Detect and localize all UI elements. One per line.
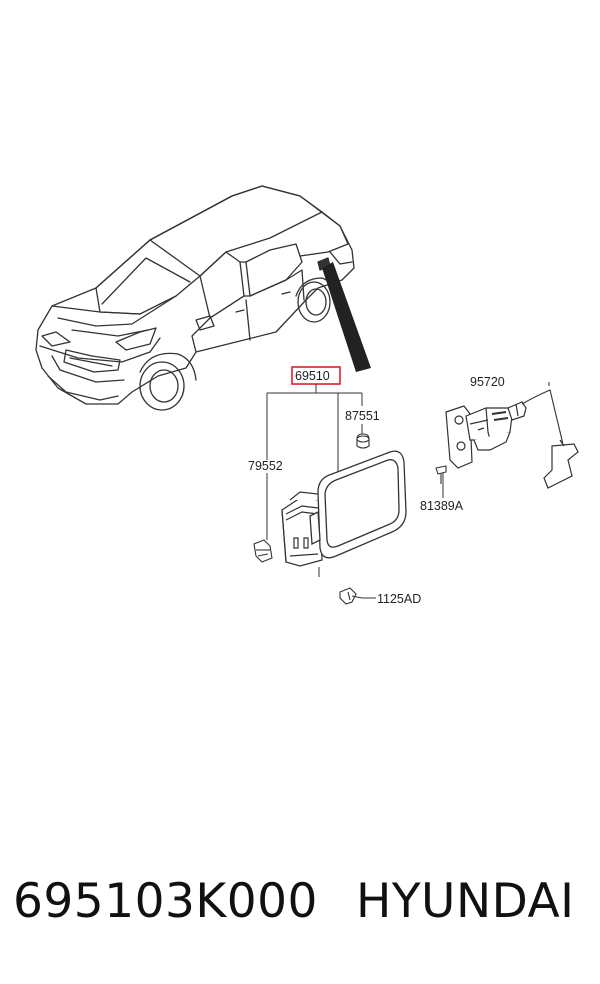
- callout-95720: 95720: [470, 375, 505, 389]
- screw-part: [435, 465, 447, 484]
- spring-part: [356, 433, 370, 449]
- callout-81389a: 81389A: [420, 499, 464, 513]
- brand-caption: HYUNDAI: [356, 874, 575, 929]
- leader-lines: [266, 382, 550, 599]
- car-illustration: [35, 185, 355, 411]
- fuel-door-panel: [309, 450, 407, 559]
- bolt-part: [339, 587, 363, 605]
- bumper-part: [253, 539, 273, 563]
- part-number-caption: 695103K000: [13, 874, 318, 929]
- actuator-cable: [521, 389, 565, 451]
- release-handle: [543, 439, 579, 489]
- callout-79552: 79552: [248, 459, 283, 473]
- pointer-wedge: [322, 262, 371, 372]
- callout-1125ad: 1125AD: [377, 592, 421, 606]
- actuator-part: [445, 401, 527, 469]
- callout-69510: 69510: [295, 369, 330, 383]
- callout-87551: 87551: [345, 409, 380, 423]
